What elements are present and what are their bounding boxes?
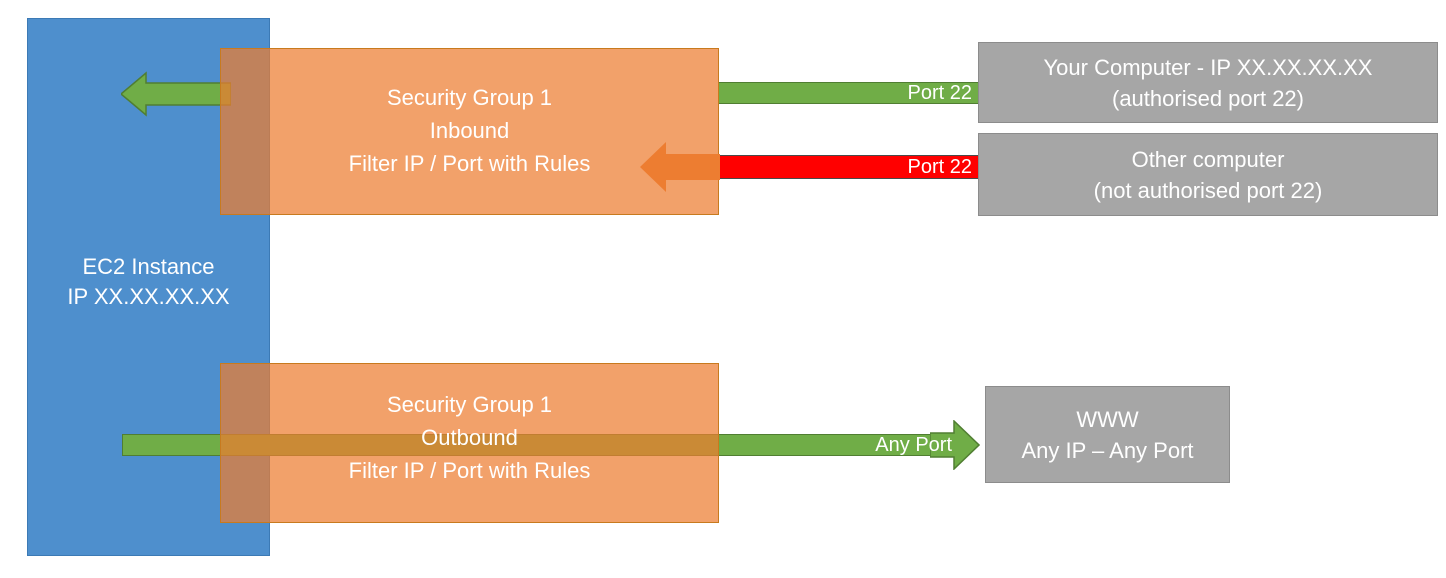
security-group-inbound-box — [220, 48, 719, 215]
endpoint-other-computer-box: Other computer (not authorised port 22) — [978, 133, 1438, 216]
outbound-allowed-arrowhead-icon — [929, 419, 981, 471]
www-line2: Any IP – Any Port — [1021, 437, 1194, 463]
endpoint-your-computer-box: Your Computer - IP XX.XX.XX.XX (authoris… — [978, 42, 1438, 123]
inbound-allowed-bar — [719, 82, 978, 104]
security-group-outbound-box — [220, 363, 719, 523]
your-computer-line2: (authorised port 22) — [1112, 85, 1304, 111]
inbound-blocked-arrow-icon — [640, 141, 720, 193]
other-computer-line2: (not authorised port 22) — [1093, 177, 1323, 203]
inbound-blocked-bar — [719, 155, 978, 179]
inbound-allowed-arrow-icon — [119, 71, 232, 117]
www-line1: WWW — [1076, 406, 1139, 432]
your-computer-line1: Your Computer - IP XX.XX.XX.XX — [1043, 54, 1373, 80]
endpoint-www-box: WWW Any IP – Any Port — [985, 386, 1230, 483]
other-computer-line1: Other computer — [1131, 146, 1285, 172]
